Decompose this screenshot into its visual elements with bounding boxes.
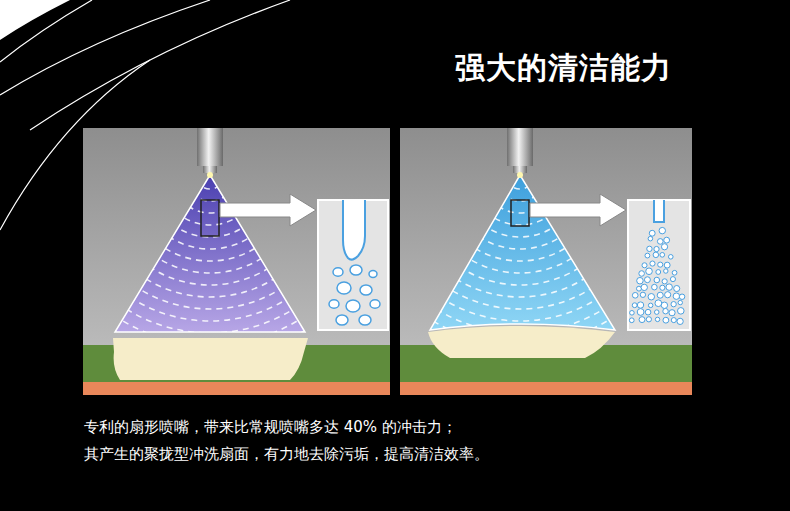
decor-corner [0, 0, 70, 40]
panel-conventional [28, 0, 392, 395]
page-title: 强大的清洁能力 [455, 48, 672, 89]
caption-line: 专利的扇形喷嘴，带来比常规喷嘴多达 40% 的冲击力； [84, 418, 457, 437]
panel-fan-nozzle [338, 0, 702, 395]
caption-line: 其产生的聚拢型冲洗扇面，有力地去除污垢，提高清洁效率。 [84, 445, 489, 464]
